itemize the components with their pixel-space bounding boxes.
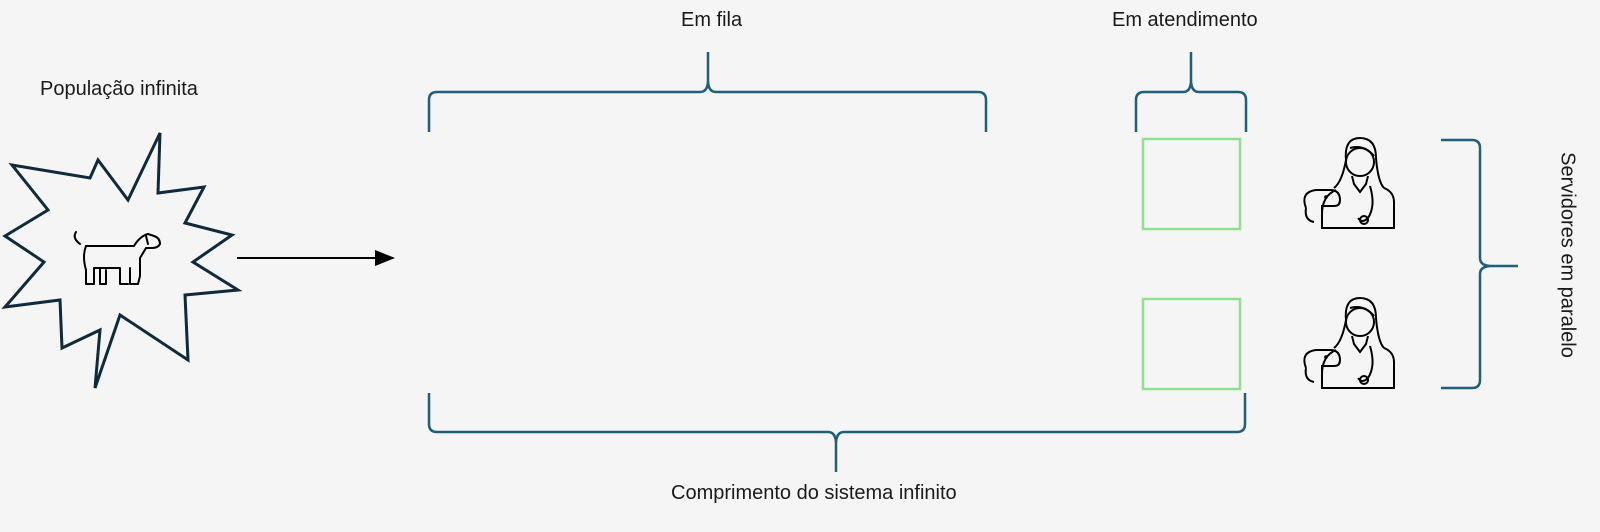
service-slot-2 <box>1141 297 1242 391</box>
servers-bracket <box>1441 138 1518 390</box>
service-slot-1 <box>1141 137 1242 231</box>
queue-label: Em fila <box>681 9 743 31</box>
population-starburst <box>1 132 243 389</box>
dog-icon <box>73 231 161 285</box>
veterinarian-with-dog-icon <box>1303 137 1395 229</box>
servers-label: Servidores em paralelo <box>1556 152 1579 358</box>
system-length-label: Comprimento do sistema infinito <box>671 482 957 504</box>
in-service-bracket <box>1134 52 1248 132</box>
veterinarian-with-dog-icon <box>1303 297 1395 389</box>
queue-bracket <box>427 52 988 132</box>
in-service-label: Em atendimento <box>1112 9 1258 31</box>
system-length-bracket <box>427 393 1247 472</box>
population-label: População infinita <box>40 78 198 100</box>
